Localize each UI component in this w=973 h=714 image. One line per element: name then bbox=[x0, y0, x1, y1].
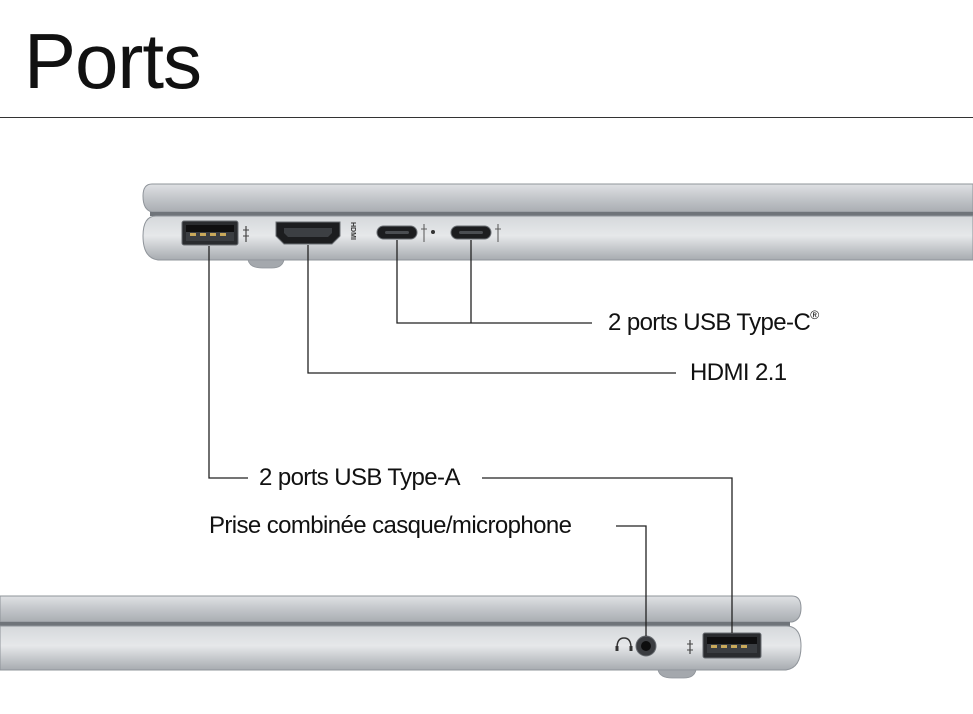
registered-mark: ® bbox=[810, 308, 819, 322]
label-usb-c-text: 2 ports USB Type-C bbox=[608, 309, 811, 336]
leader-hdmi bbox=[307, 245, 676, 374]
usb-c-port-1 bbox=[376, 225, 418, 240]
leader-lines bbox=[208, 240, 733, 636]
hdmi-marking: HDMI bbox=[349, 222, 356, 240]
usb-symbol-icon bbox=[687, 640, 693, 654]
label-hdmi: HDMI 2.1 bbox=[690, 359, 787, 386]
hdmi-port bbox=[275, 221, 341, 245]
leader-audio bbox=[616, 525, 647, 636]
usb-symbol-icon bbox=[243, 226, 249, 242]
laptop-right-side bbox=[0, 595, 802, 679]
usb-a-port-right bbox=[702, 632, 762, 659]
leader-usb-a-left bbox=[208, 246, 248, 479]
leader-usb-a-right bbox=[482, 477, 733, 633]
usb-c-port-2 bbox=[450, 225, 492, 240]
label-usb-c: 2 ports USB Type-C® bbox=[608, 308, 819, 336]
label-usb-a: 2 ports USB Type-A bbox=[259, 464, 460, 491]
usb-c-symbol-icon bbox=[421, 224, 427, 242]
usb-c-symbol-icon bbox=[495, 224, 501, 242]
audio-jack bbox=[635, 635, 657, 657]
usb-a-port-left bbox=[181, 220, 239, 246]
leader-usb-c-1 bbox=[396, 240, 592, 324]
page-title: Ports bbox=[24, 17, 202, 105]
status-led-icon bbox=[431, 230, 435, 234]
laptop-left-side bbox=[142, 183, 973, 269]
title-divider bbox=[0, 117, 973, 118]
headset-icon bbox=[615, 637, 633, 651]
label-audio: Prise combinée casque/microphone bbox=[209, 512, 572, 539]
